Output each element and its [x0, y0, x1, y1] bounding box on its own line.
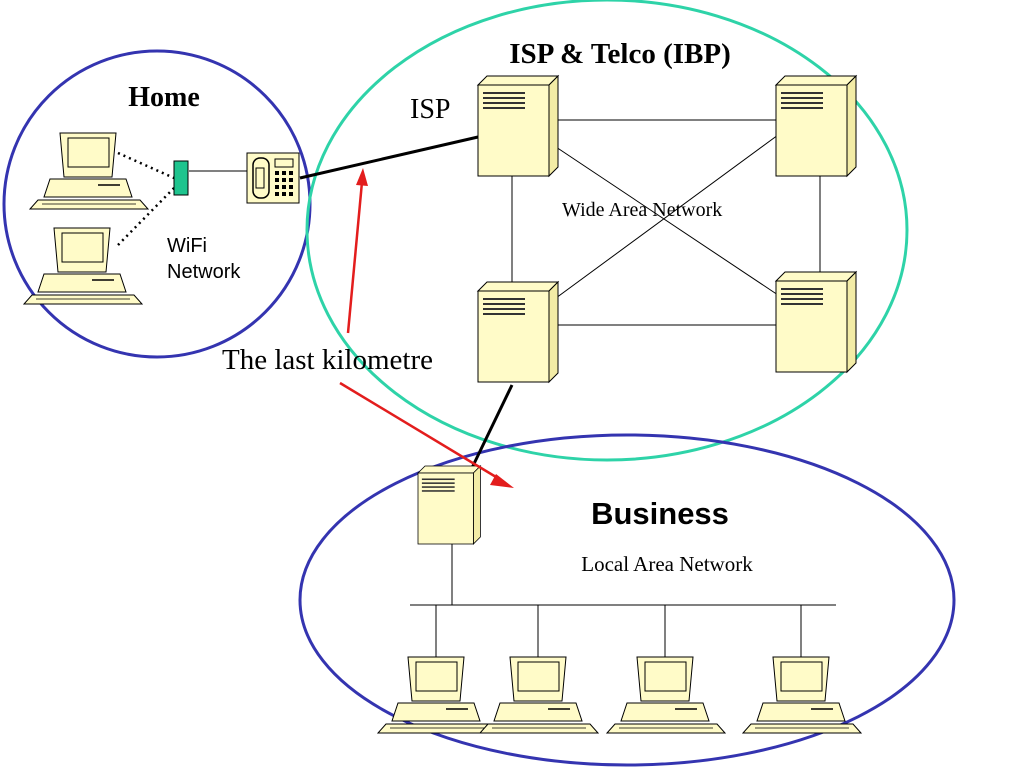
isp-business-link: [468, 384, 514, 473]
home-computer-icon: [23, 227, 143, 305]
wifi-links: [117, 151, 175, 246]
home-title: Home: [128, 82, 200, 113]
lan-label: Local Area Network: [581, 552, 753, 576]
last-kilometre-arrows: [339, 168, 514, 488]
telephone-icon: [246, 152, 300, 204]
lan-links: [410, 544, 836, 658]
wan-links: [511, 119, 821, 326]
last-kilometre-label: The last kilometre: [222, 344, 433, 376]
business-computer-icon: [479, 656, 599, 734]
business-server-icon: [417, 465, 481, 545]
isp-server-icon: [477, 75, 559, 177]
isp-telco-region: [305, 0, 909, 462]
business-region: [298, 433, 956, 767]
isp-label: ISP: [410, 94, 450, 125]
business-computer-icon: [606, 656, 726, 734]
isp-telco-title: ISP & Telco (IBP): [509, 38, 731, 70]
wan-label: Wide Area Network: [562, 199, 722, 221]
home-computer-icon: [29, 132, 149, 210]
wan-server-icon: [477, 281, 559, 383]
business-computer-icon: [377, 656, 497, 734]
home-isp-link: [299, 135, 479, 180]
wan-server-icon: [775, 271, 857, 373]
wifi-network-label: WiFi: [167, 235, 207, 257]
wifi-access-point-icon: [173, 160, 189, 196]
wan-server-icon: [775, 75, 857, 177]
business-title: Business: [591, 496, 729, 531]
wifi-network-label-2: Network: [167, 261, 241, 283]
business-computer-icon: [742, 656, 862, 734]
